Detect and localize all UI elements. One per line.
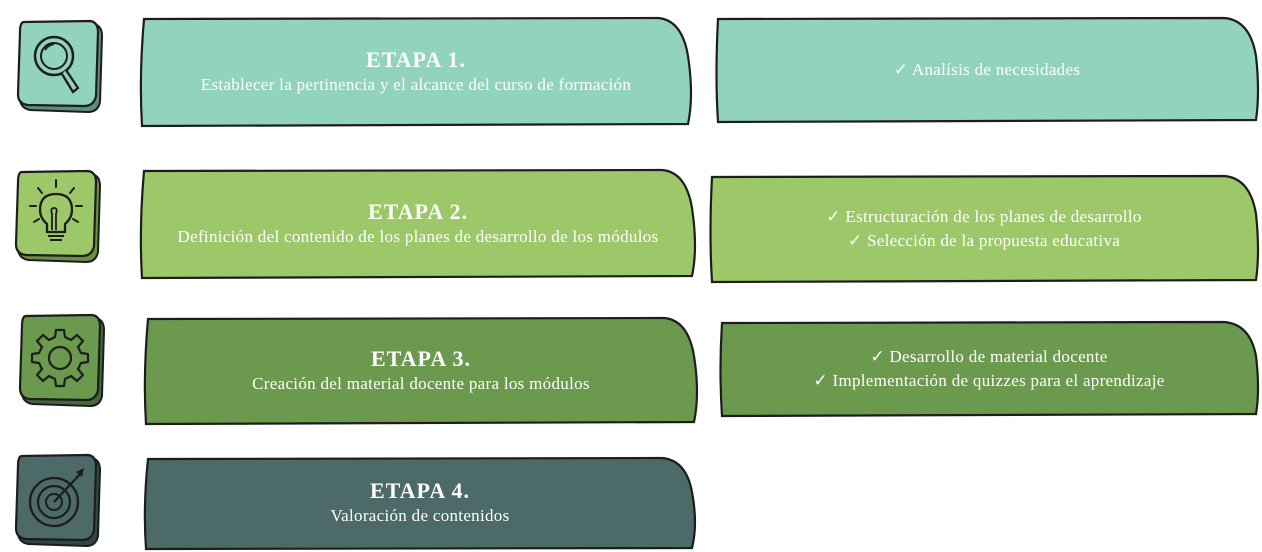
stage-description-1: Establecer la pertinencia y el alcance d… — [200, 75, 632, 94]
stage-card-2: ETAPA 2. Definición del contenido de los… — [138, 168, 698, 280]
stage-card-4: ETAPA 4. Valoración de contenidos — [142, 456, 698, 551]
stage-description-4: Valoración de contenidos — [330, 506, 510, 525]
stage-description-3: Creación del material docente para los m… — [252, 374, 590, 393]
stage-card-3: ETAPA 3. Creación del material docente p… — [142, 316, 700, 426]
detail-card-3: ✓ Desarrollo de material docente ✓ Imple… — [718, 320, 1260, 418]
stage-description-2: Definición del contenido de los planes d… — [177, 227, 659, 246]
detail-card-2: ✓ Estructuración de los planes de desarr… — [708, 174, 1260, 284]
stage-title-1: ETAPA 1. — [365, 47, 467, 72]
detail-item: ✓ Analísis de necesidades — [893, 60, 1081, 79]
magnifier-icon — [14, 18, 104, 118]
stage-title-2: ETAPA 2. — [367, 199, 469, 224]
stage-card-1: ETAPA 1. Establecer la pertinencia y el … — [138, 16, 694, 128]
target-icon — [12, 452, 102, 552]
detail-item: ✓ Selección de la propuesta educativa — [847, 231, 1121, 250]
gear-icon — [16, 312, 106, 412]
detail-item: ✓ Implementación de quizzes para el apre… — [813, 371, 1165, 390]
stage-title-4: ETAPA 4. — [369, 478, 471, 503]
lightbulb-icon — [12, 168, 102, 268]
detail-card-1: ✓ Analísis de necesidades — [714, 16, 1260, 124]
stage-title-3: ETAPA 3. — [370, 346, 472, 371]
detail-item: ✓ Estructuración de los planes de desarr… — [826, 207, 1142, 226]
detail-item: ✓ Desarrollo de material docente — [870, 347, 1108, 366]
